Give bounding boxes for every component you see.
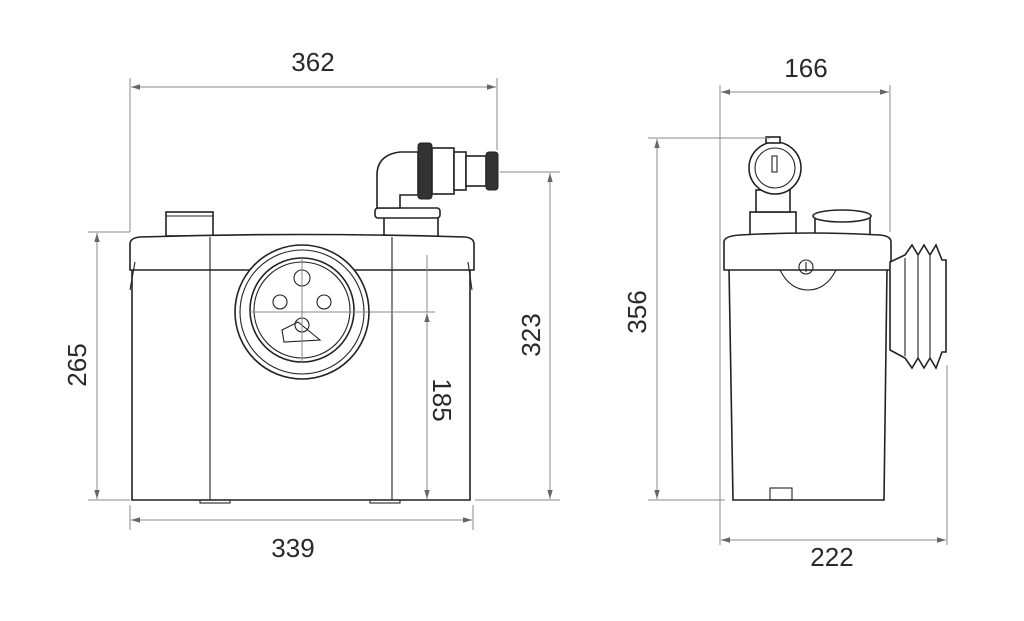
front-view	[129, 142, 499, 504]
side-lid	[723, 232, 892, 271]
side-body	[728, 267, 888, 501]
dim-label-166: 166	[784, 53, 827, 83]
dim-label-185: 185	[427, 378, 457, 421]
dimension-labels: 362 339 265 323 185 166 356 222	[62, 47, 854, 572]
outlet-elbow	[374, 142, 499, 238]
dimension-lines	[88, 78, 948, 545]
dim-label-265: 265	[62, 343, 92, 386]
dim-label-222: 222	[810, 542, 853, 572]
dim-label-323: 323	[516, 313, 546, 356]
outlet-pipe	[748, 141, 802, 195]
inlet-bellows	[889, 243, 947, 370]
dim-label-356: 356	[622, 290, 652, 333]
inlet-flange	[234, 244, 370, 380]
dim-label-339: 339	[271, 533, 314, 563]
dim-label-362: 362	[291, 47, 334, 77]
side-view	[723, 136, 947, 501]
